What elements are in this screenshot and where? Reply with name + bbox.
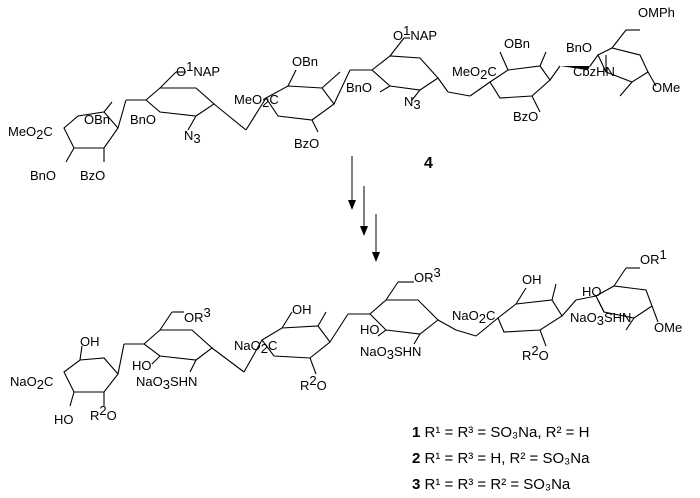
label-n3-res5: N3 — [184, 128, 201, 146]
label-meo2c-res4: MeO2C — [234, 92, 279, 110]
label-ho-res5: HO — [132, 358, 152, 373]
label-bno-res5: BnO — [130, 112, 156, 127]
label-ho-res6: HO — [54, 412, 74, 427]
label-nao2c-res4: NaO2C — [234, 338, 277, 356]
label-meo2c-res2: MeO2C — [452, 64, 497, 82]
legend-line-2: 2 R¹ = R³ = H, R² = SO₃Na — [412, 450, 589, 467]
legend-text-2: R¹ = R³ = H, R² = SO₃Na — [424, 450, 590, 467]
label-n3-res3: N3 — [404, 94, 421, 112]
label-r2o-res6: R2O — [90, 403, 117, 423]
label-bno-res3: BnO — [346, 80, 372, 95]
label-bno-res6: BnO — [30, 168, 56, 183]
label-ome-bottom: OMe — [654, 320, 682, 335]
label-bzo-res2: BzO — [513, 109, 538, 124]
label-oh-res6: OH — [80, 334, 100, 349]
label-onap-res5: O1NAP — [176, 59, 220, 79]
label-ho-res3: HO — [360, 322, 380, 337]
label-onap-res3: O1NAP — [393, 23, 437, 43]
label-bzo-res6: BzO — [80, 168, 105, 183]
label-obn-res6: OBn — [84, 112, 110, 127]
label-bzo-res4: BzO — [294, 136, 319, 151]
label-meo2c-res6: MeO2C — [8, 124, 53, 142]
legend-line-1: 1 R¹ = R³ = SO₃Na, R² = H — [412, 424, 589, 441]
label-ho-res1: HO — [582, 284, 602, 299]
label-nao2c-res6: NaO2C — [10, 374, 53, 392]
label-obn-res4: OBn — [292, 54, 318, 69]
legend-line-3: 3 R¹ = R³ = R² = SO₃Na — [412, 476, 570, 493]
compound-number-4: 4 — [424, 155, 433, 172]
label-or3-res5: OR3 — [184, 305, 211, 325]
label-naso3shn-res3: NaO3SHN — [360, 344, 421, 362]
label-bno-res1: BnO — [566, 40, 592, 55]
label-or3-res3: OR3 — [414, 265, 441, 285]
legend-text-3: R¹ = R³ = R² = SO₃Na — [424, 476, 571, 493]
label-oh-res4: OH — [292, 302, 312, 317]
reaction-arrows — [348, 156, 380, 262]
label-or1: OR1 — [640, 247, 667, 267]
label-cbzhn: CbzHN — [573, 64, 615, 79]
label-nao2c-res2: NaO2C — [452, 308, 495, 326]
label-obn-res2: OBn — [504, 36, 530, 51]
label-r2o-res4: R2O — [300, 373, 327, 393]
label-r2o-res2: R2O — [522, 343, 549, 363]
label-oh-res2: OH — [522, 272, 542, 287]
legend-text-1: R¹ = R³ = SO₃Na, R² = H — [424, 424, 590, 441]
compound-4-structure: OMPh OMe BnO CbzHN OBn MeO2C BzO O1NAP B… — [8, 5, 680, 183]
legend-number-2: 2 — [412, 450, 421, 467]
compounds-1-3-structure: OR1 OMe HO NaO3SHN OH NaO2C R2O OR3 HO N… — [10, 247, 682, 427]
legend-number-3: 3 — [412, 476, 421, 493]
label-naso3shn-res1: NaO3SHN — [570, 310, 631, 328]
legend-number-1: 1 — [412, 424, 421, 441]
label-omph: OMPh — [638, 5, 675, 20]
label-ome: OMe — [652, 80, 680, 95]
label-naso3shn-res5: NaO3SHN — [136, 374, 197, 392]
